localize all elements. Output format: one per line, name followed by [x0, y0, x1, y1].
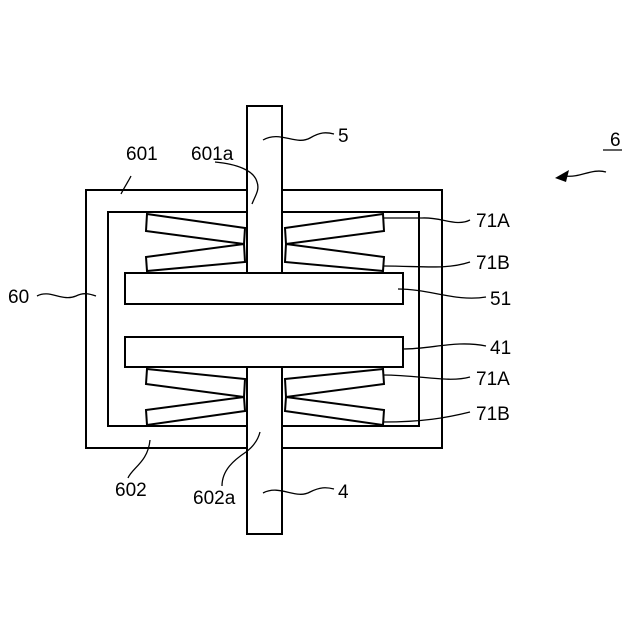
label-upper-disk: 51 — [490, 289, 511, 310]
label-assembly: 6 — [610, 130, 621, 151]
upper-disk — [125, 273, 403, 304]
label-lower-shaft: 4 — [338, 482, 349, 503]
label-upper-wall: 601 — [126, 144, 158, 165]
label-lower-wall: 602 — [115, 480, 147, 501]
label-upper-spring-b: 71B — [476, 253, 510, 274]
label-housing: 60 — [8, 287, 29, 308]
label-lower-disk: 41 — [490, 338, 511, 359]
label-lower-spring-a: 71A — [476, 369, 510, 390]
lower-disk — [125, 337, 403, 367]
arrow-head-6 — [555, 170, 569, 182]
label-lower-spring-b: 71B — [476, 404, 510, 425]
leader-6 — [566, 171, 606, 176]
lower-shaft — [247, 366, 282, 534]
label-upper-spring-a: 71A — [476, 211, 510, 232]
label-upper-hole: 601a — [191, 144, 234, 165]
upper-shaft — [247, 106, 282, 274]
label-lower-hole: 602a — [193, 488, 236, 509]
label-upper-shaft: 5 — [338, 126, 349, 147]
